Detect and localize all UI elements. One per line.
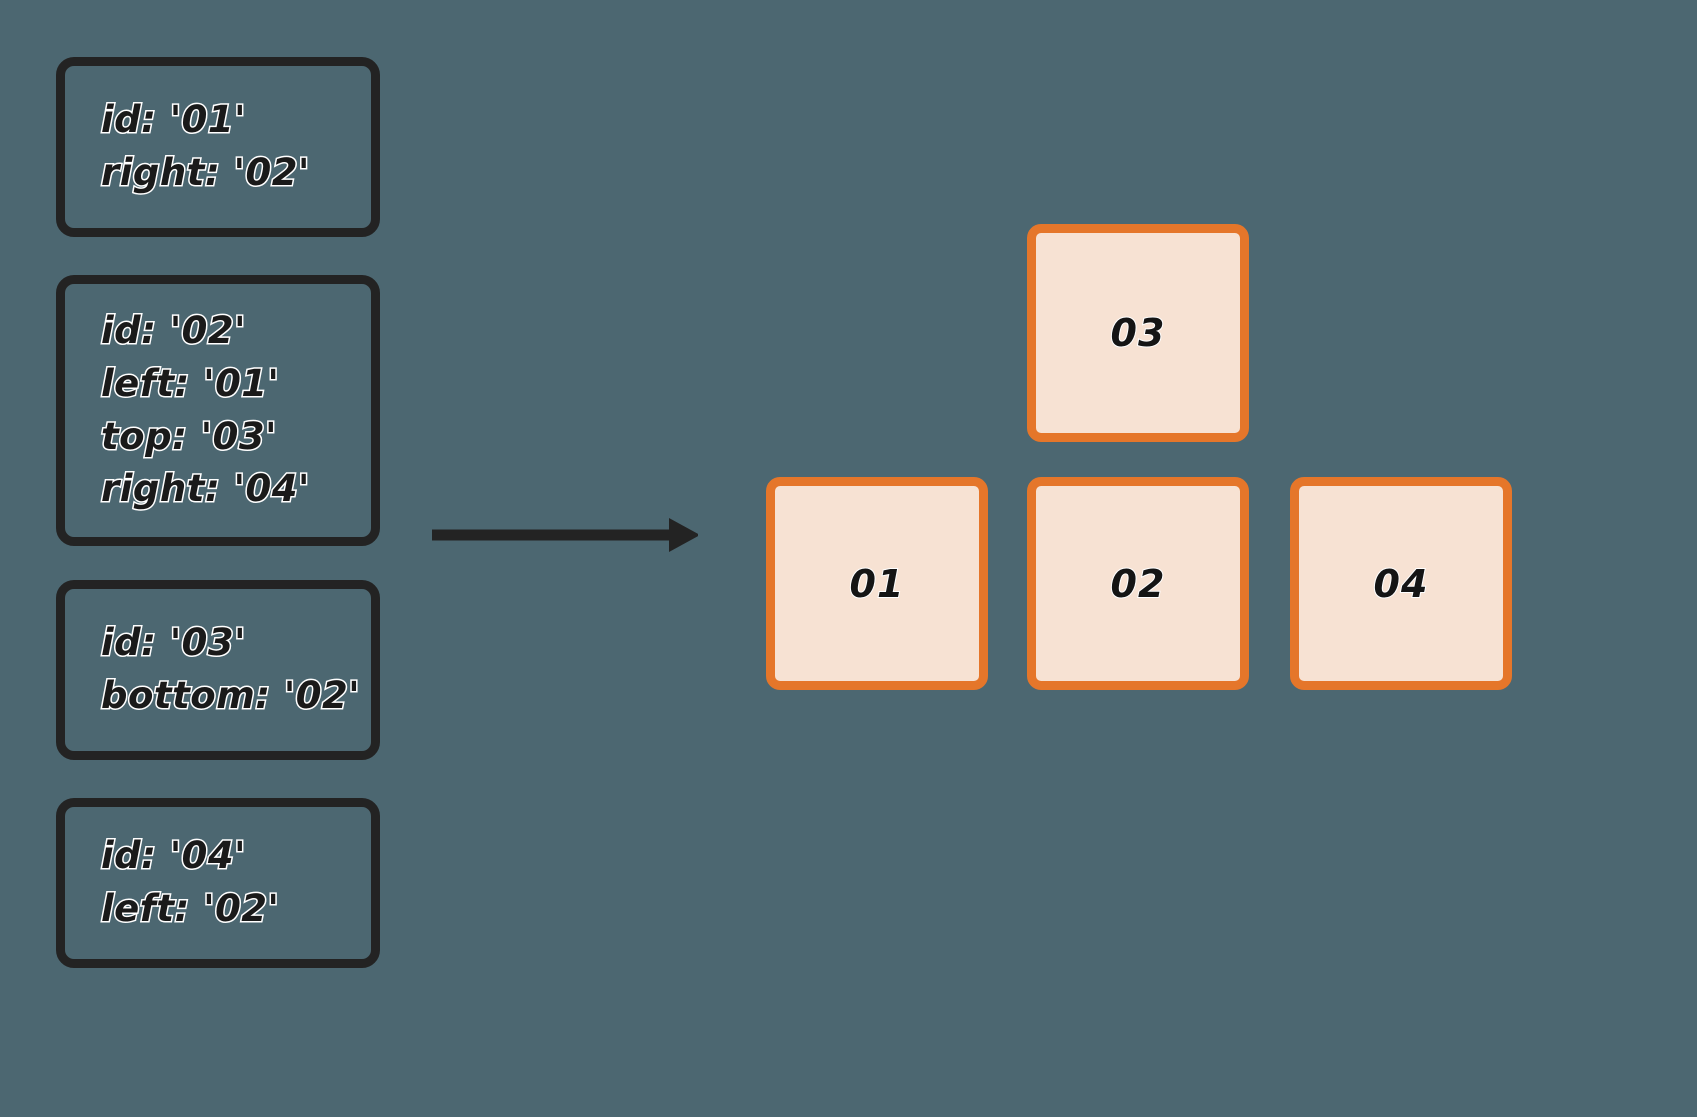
spec-card-02: id: '02' left: '01' top: '03' right: '04… bbox=[56, 275, 380, 546]
spec-line: bottom: '02' bbox=[100, 673, 362, 719]
spec-line: id: '04' bbox=[100, 833, 248, 879]
spec-line: right: '02' bbox=[100, 150, 311, 196]
spec-line: id: '02' bbox=[100, 308, 248, 354]
spec-card-03: id: '03' bottom: '02' bbox=[56, 580, 380, 760]
spec-line: top: '03' bbox=[100, 413, 278, 459]
tile-04: 04 bbox=[1290, 477, 1512, 690]
arrow-right-icon bbox=[432, 518, 698, 552]
spec-line: left: '02' bbox=[100, 886, 281, 932]
spec-line: id: '03' bbox=[100, 620, 248, 666]
spec-card-01: id: '01' right: '02' bbox=[56, 57, 380, 237]
spec-line: right: '04' bbox=[100, 466, 311, 512]
tile-01: 01 bbox=[766, 477, 988, 690]
tile-label: 02 bbox=[1110, 561, 1166, 607]
tile-label: 04 bbox=[1373, 561, 1429, 607]
tile-label: 01 bbox=[849, 561, 905, 607]
spec-card-04: id: '04' left: '02' bbox=[56, 798, 380, 968]
tile-label: 03 bbox=[1110, 310, 1166, 356]
tile-03: 03 bbox=[1027, 224, 1249, 442]
spec-line: left: '01' bbox=[100, 360, 281, 406]
tile-02: 02 bbox=[1027, 477, 1249, 690]
spec-line: id: '01' bbox=[100, 97, 248, 143]
